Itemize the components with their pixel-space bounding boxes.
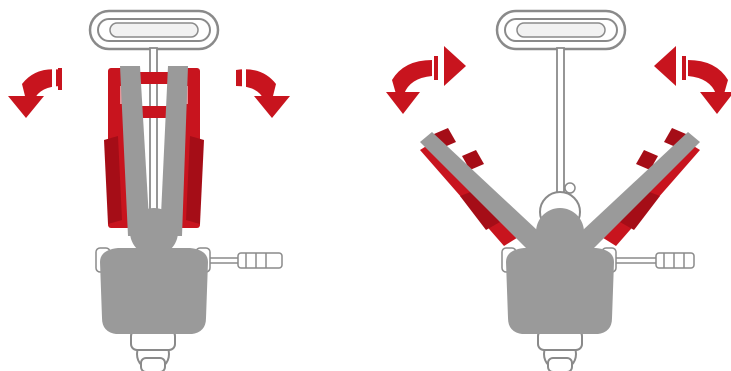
figure-closed xyxy=(8,9,290,371)
curved-arrow-up-right xyxy=(386,46,466,114)
figure-open xyxy=(386,9,731,371)
curved-arrow-down-right xyxy=(236,68,290,118)
center-post-right xyxy=(556,47,576,209)
seat-left xyxy=(130,329,176,371)
handlebar-left xyxy=(88,9,220,51)
handlebar-right xyxy=(495,9,627,51)
curved-arrow-up-left xyxy=(654,46,731,114)
person-closed xyxy=(100,66,208,334)
person-open xyxy=(420,132,700,334)
seat-right xyxy=(537,329,583,371)
curved-arrow-down-left xyxy=(8,68,62,118)
